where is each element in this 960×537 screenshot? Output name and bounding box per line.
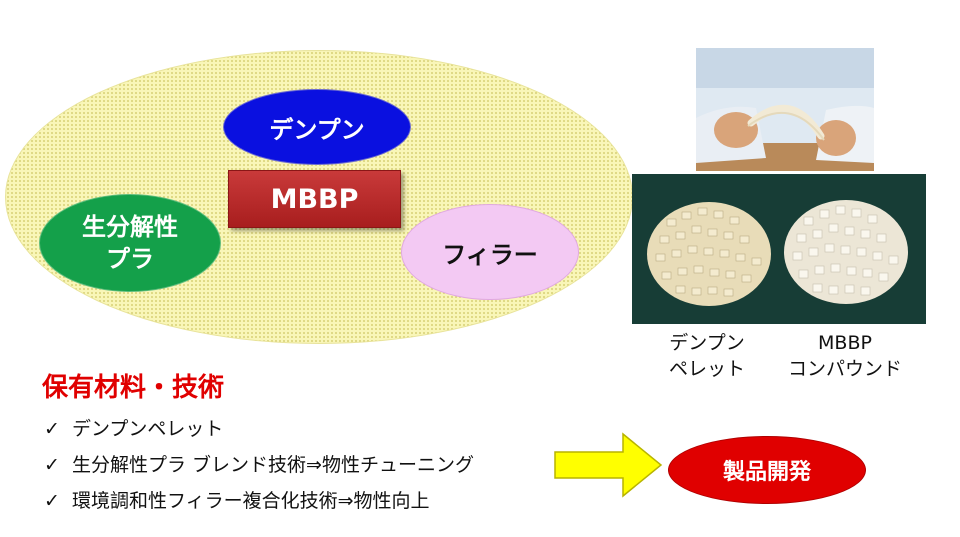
mbbp-compound-pile bbox=[784, 200, 908, 304]
checklist-item: ✓ 環境調和性フィラー複合化技術⇒物性向上 bbox=[44, 486, 474, 522]
checklist-item: ✓ 生分解性プラ ブレンド技術⇒物性チューニング bbox=[44, 450, 474, 486]
starch-pellet-caption: デンプン ペレット bbox=[657, 330, 757, 382]
checklist-item-text: 生分解性プラ ブレンド技術⇒物性チューニング bbox=[72, 454, 474, 476]
mbbp-compound-caption-line-1: MBBP bbox=[818, 332, 872, 354]
biodegradable-line-2: プラ bbox=[106, 245, 154, 273]
check-icon: ✓ bbox=[44, 490, 60, 512]
biodegradable-plastic-ellipse: 生分解性 プラ bbox=[39, 194, 221, 292]
checklist-item-text: デンプンペレット bbox=[72, 418, 224, 440]
starch-pellet-pile bbox=[647, 202, 771, 306]
materials-heading: 保有材料・技術 bbox=[42, 373, 225, 403]
checklist-item: ✓ デンプンペレット bbox=[44, 414, 474, 450]
hands-stretching-photo bbox=[696, 48, 874, 171]
mbbp-label: MBBP bbox=[270, 183, 359, 215]
biodegradable-plastic-label: 生分解性 プラ bbox=[82, 211, 178, 275]
check-icon: ✓ bbox=[44, 418, 60, 440]
technology-checklist: ✓ デンプンペレット ✓ 生分解性プラ ブレンド技術⇒物性チューニング ✓ 環境調和性… bbox=[44, 414, 474, 522]
mbbp-center-box: MBBP bbox=[228, 170, 401, 228]
right-arrow-icon bbox=[554, 432, 663, 498]
pellets-image bbox=[632, 174, 926, 324]
filler-ellipse: フィラー bbox=[401, 204, 579, 300]
check-icon: ✓ bbox=[44, 454, 60, 476]
product-development-label: 製品開発 bbox=[722, 460, 811, 485]
product-development-ellipse: 製品開発 bbox=[668, 436, 866, 504]
starch-label: デンプン bbox=[269, 115, 365, 144]
starch-ellipse: デンプン bbox=[223, 89, 411, 165]
hands-stretching-image bbox=[696, 48, 874, 171]
mbbp-compound-caption-line-2: コンパウンド bbox=[787, 358, 902, 380]
checklist-item-text: 環境調和性フィラー複合化技術⇒物性向上 bbox=[72, 490, 430, 512]
filler-label: フィラー bbox=[442, 240, 538, 269]
biodegradable-line-1: 生分解性 bbox=[82, 213, 178, 241]
starch-pellet-caption-line-1: デンプン bbox=[669, 332, 745, 354]
pellets-photo bbox=[632, 174, 926, 324]
mbbp-compound-caption: MBBP コンパウンド bbox=[770, 330, 920, 382]
starch-pellet-caption-line-2: ペレット bbox=[668, 358, 745, 380]
